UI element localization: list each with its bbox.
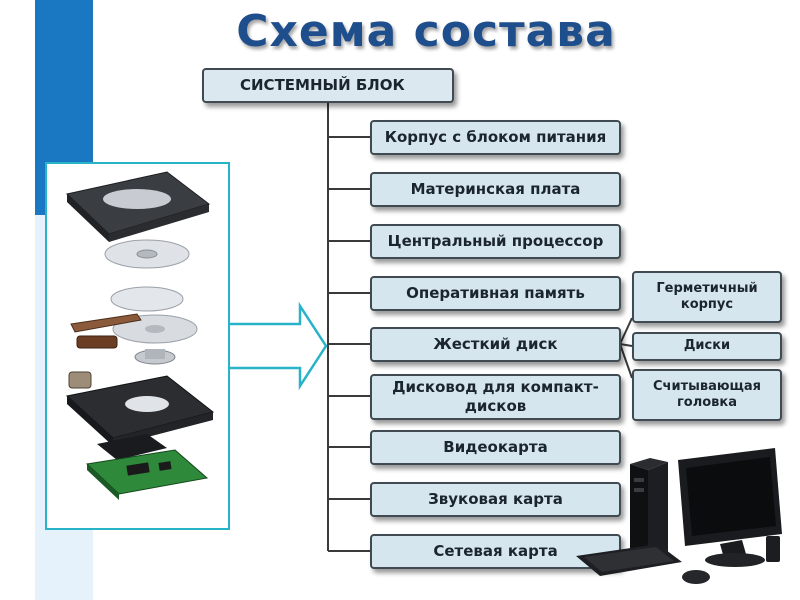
node-cd-drive: Дисковод для компакт-дисков <box>370 374 621 420</box>
node-cpu: Центральный процессор <box>370 224 621 259</box>
desktop-computer-image <box>570 440 792 590</box>
node-hard-disk: Жесткий диск <box>370 327 621 362</box>
node-case-power-supply: Корпус с блоком питания <box>370 120 621 155</box>
node-platters: Диски <box>632 332 782 361</box>
hard-disk-parts-illustration <box>47 164 228 528</box>
hard-disk-exploded-image <box>45 162 230 530</box>
node-sealed-case: Герметичный корпус <box>632 271 782 323</box>
node-ram: Оперативная память <box>370 276 621 311</box>
root-node-system-unit: СИСТЕМНЫЙ БЛОК <box>202 68 454 103</box>
node-read-head: Считывающая головка <box>632 369 782 421</box>
node-motherboard: Материнская плата <box>370 172 621 207</box>
